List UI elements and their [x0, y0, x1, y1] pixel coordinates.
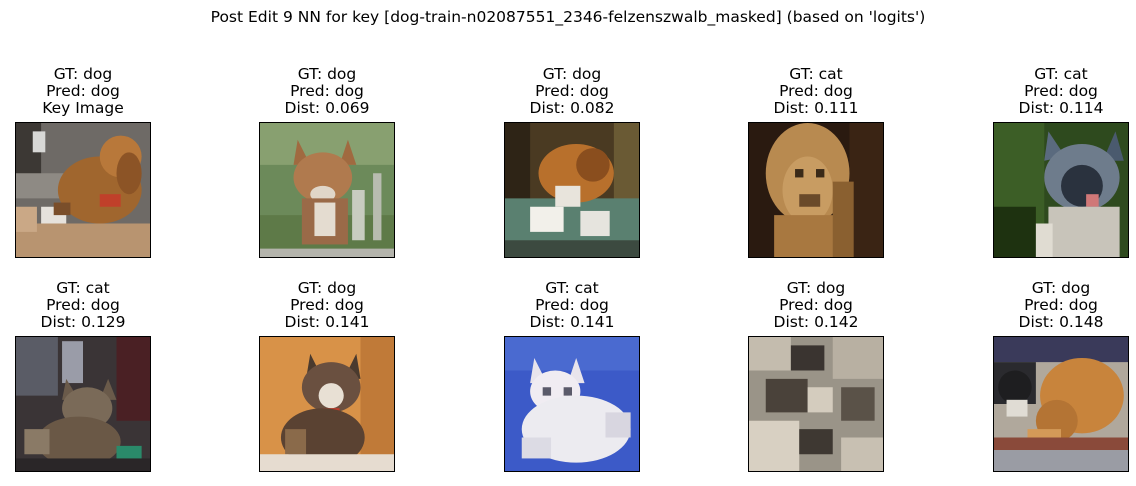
- pred-label: Pred: dog: [290, 296, 364, 314]
- dog-blurry-grey-photo: [748, 336, 884, 472]
- figure-title: Post Edit 9 NN for key [dog-train-n02087…: [210, 8, 926, 26]
- panel-caption: GT: dog Pred: dog Dist: 0.141: [209, 280, 445, 331]
- tabby-cat-dark-photo: [15, 336, 151, 472]
- pred-label: Pred: dog: [779, 296, 853, 314]
- panel-caption: GT: dog Pred: dog Key Image: [0, 66, 201, 117]
- panel-caption: GT: dog Pred: dog Dist: 0.069: [209, 66, 445, 117]
- gt-label: GT: dog: [297, 279, 357, 297]
- pred-label: Pred: dog: [535, 82, 609, 100]
- panel-caption: GT: dog Pred: dog Dist: 0.082: [454, 66, 690, 117]
- dog-on-couch-photo: [15, 122, 151, 258]
- lion-photo: [748, 122, 884, 258]
- dist-label: Dist: 0.114: [1018, 99, 1104, 117]
- dog-and-cat-on-floor-photo: [993, 336, 1129, 472]
- gt-label: GT: dog: [1031, 279, 1091, 297]
- panel-caption: GT: cat Pred: dog Dist: 0.114: [943, 66, 1136, 117]
- dog-with-papers-photo: [504, 122, 640, 258]
- pred-label: Pred: dog: [46, 296, 120, 314]
- pred-label: Pred: dog: [1024, 82, 1098, 100]
- dog-orange-background-photo: [259, 336, 395, 472]
- panel-caption: GT: dog Pred: dog Dist: 0.142: [698, 280, 934, 331]
- siamese-cat-photo: [993, 122, 1129, 258]
- gt-label: GT: cat: [56, 279, 110, 297]
- key-image-label: Key Image: [42, 99, 124, 117]
- pred-label: Pred: dog: [1024, 296, 1098, 314]
- gt-label: GT: cat: [545, 279, 599, 297]
- panel-caption: GT: cat Pred: dog Dist: 0.129: [0, 280, 201, 331]
- pred-label: Pred: dog: [46, 82, 120, 100]
- panel-caption: GT: dog Pred: dog Dist: 0.148: [943, 280, 1136, 331]
- pred-label: Pred: dog: [779, 82, 853, 100]
- pred-label: Pred: dog: [290, 82, 364, 100]
- dist-label: Dist: 0.141: [529, 313, 615, 331]
- dist-label: Dist: 0.142: [773, 313, 859, 331]
- dist-label: Dist: 0.141: [284, 313, 370, 331]
- panel-caption: GT: cat Pred: dog Dist: 0.111: [698, 66, 934, 117]
- gt-label: GT: dog: [786, 279, 846, 297]
- gt-label: GT: cat: [1034, 65, 1088, 83]
- gt-label: GT: dog: [53, 65, 113, 83]
- white-cat-blue-background-photo: [504, 336, 640, 472]
- pred-label: Pred: dog: [535, 296, 609, 314]
- panel-caption: GT: cat Pred: dog Dist: 0.141: [454, 280, 690, 331]
- dist-label: Dist: 0.111: [773, 99, 859, 117]
- dist-label: Dist: 0.129: [40, 313, 126, 331]
- dist-label: Dist: 0.069: [284, 99, 370, 117]
- gt-label: GT: dog: [297, 65, 357, 83]
- gt-label: GT: dog: [542, 65, 602, 83]
- dist-label: Dist: 0.148: [1018, 313, 1104, 331]
- dist-label: Dist: 0.082: [529, 99, 615, 117]
- fox-in-grass-photo: [259, 122, 395, 258]
- gt-label: GT: cat: [789, 65, 843, 83]
